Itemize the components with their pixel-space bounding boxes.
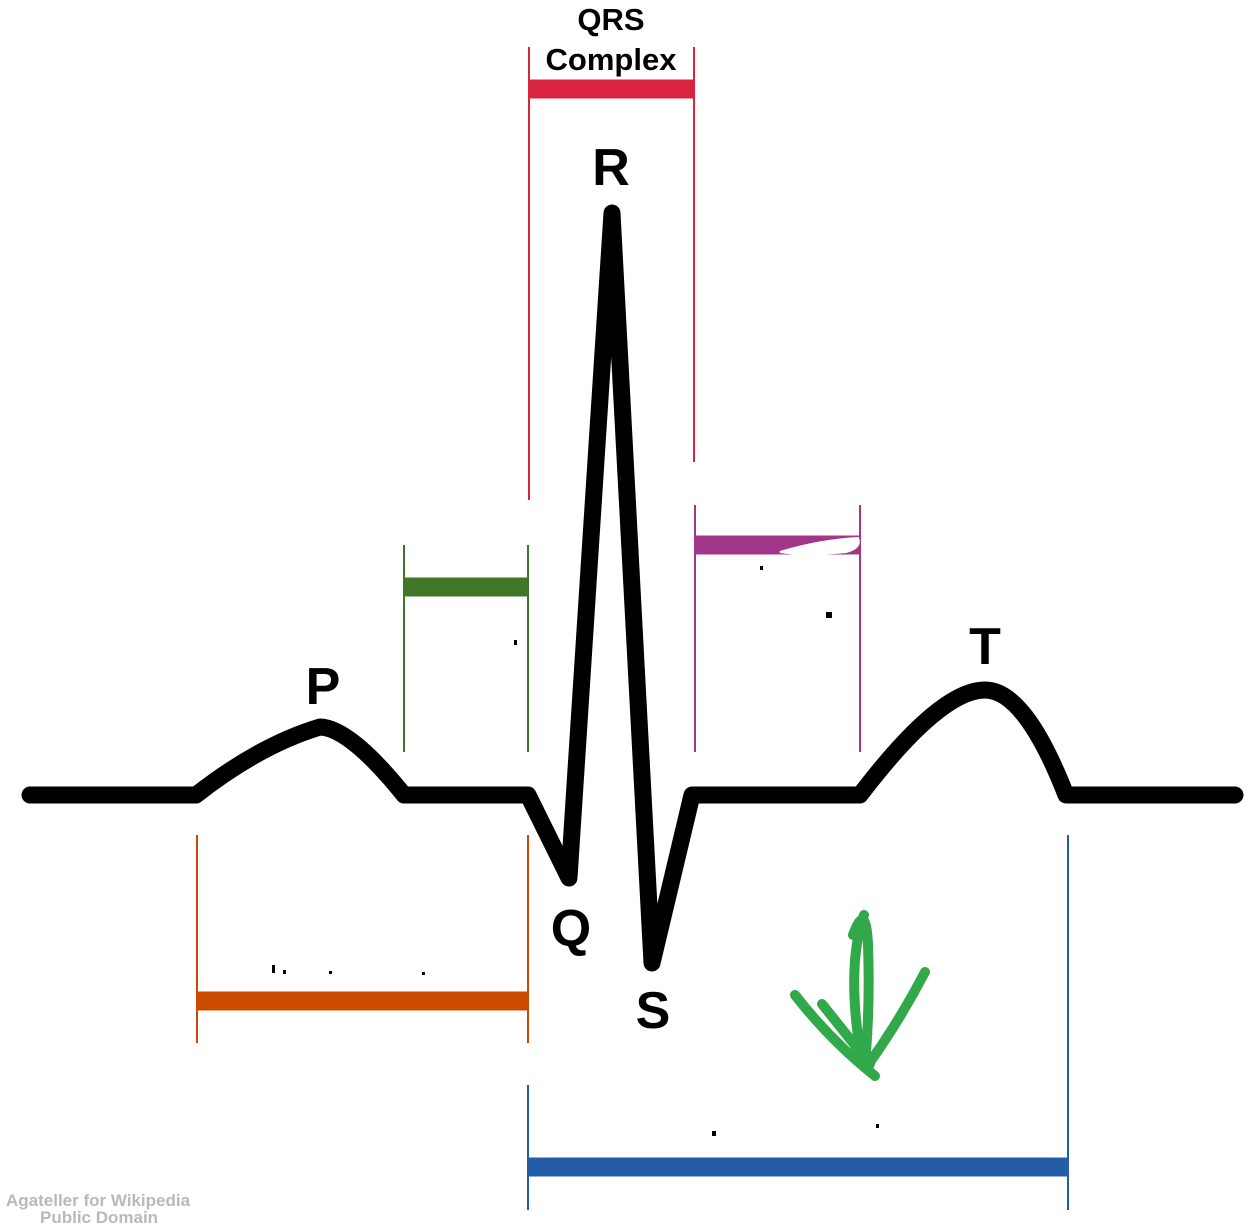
t-wave-label: T	[969, 618, 1001, 676]
qrs-complex-bracket	[528, 47, 695, 500]
arrow-down-icon	[790, 910, 930, 1081]
qrs-complex-title-line2: Complex	[546, 42, 678, 77]
pr-segment-bracket	[403, 545, 529, 752]
qt-interval-bracket	[527, 835, 1069, 1210]
erased-label-marks	[269, 536, 860, 983]
credit-line-2: Public Domain	[40, 1208, 159, 1227]
s-wave-label: S	[636, 982, 671, 1040]
p-wave-label: P	[306, 658, 341, 716]
qrs-complex-title-line1: QRS	[577, 2, 644, 37]
r-wave-label: R	[592, 139, 630, 197]
residual-label-fragments	[272, 566, 879, 1136]
ecg-trace	[21, 204, 1244, 972]
pr-interval-bracket	[196, 835, 529, 1043]
credit-line-1: Agateller for Wikipedia	[6, 1191, 191, 1210]
q-wave-label: Q	[551, 900, 591, 958]
